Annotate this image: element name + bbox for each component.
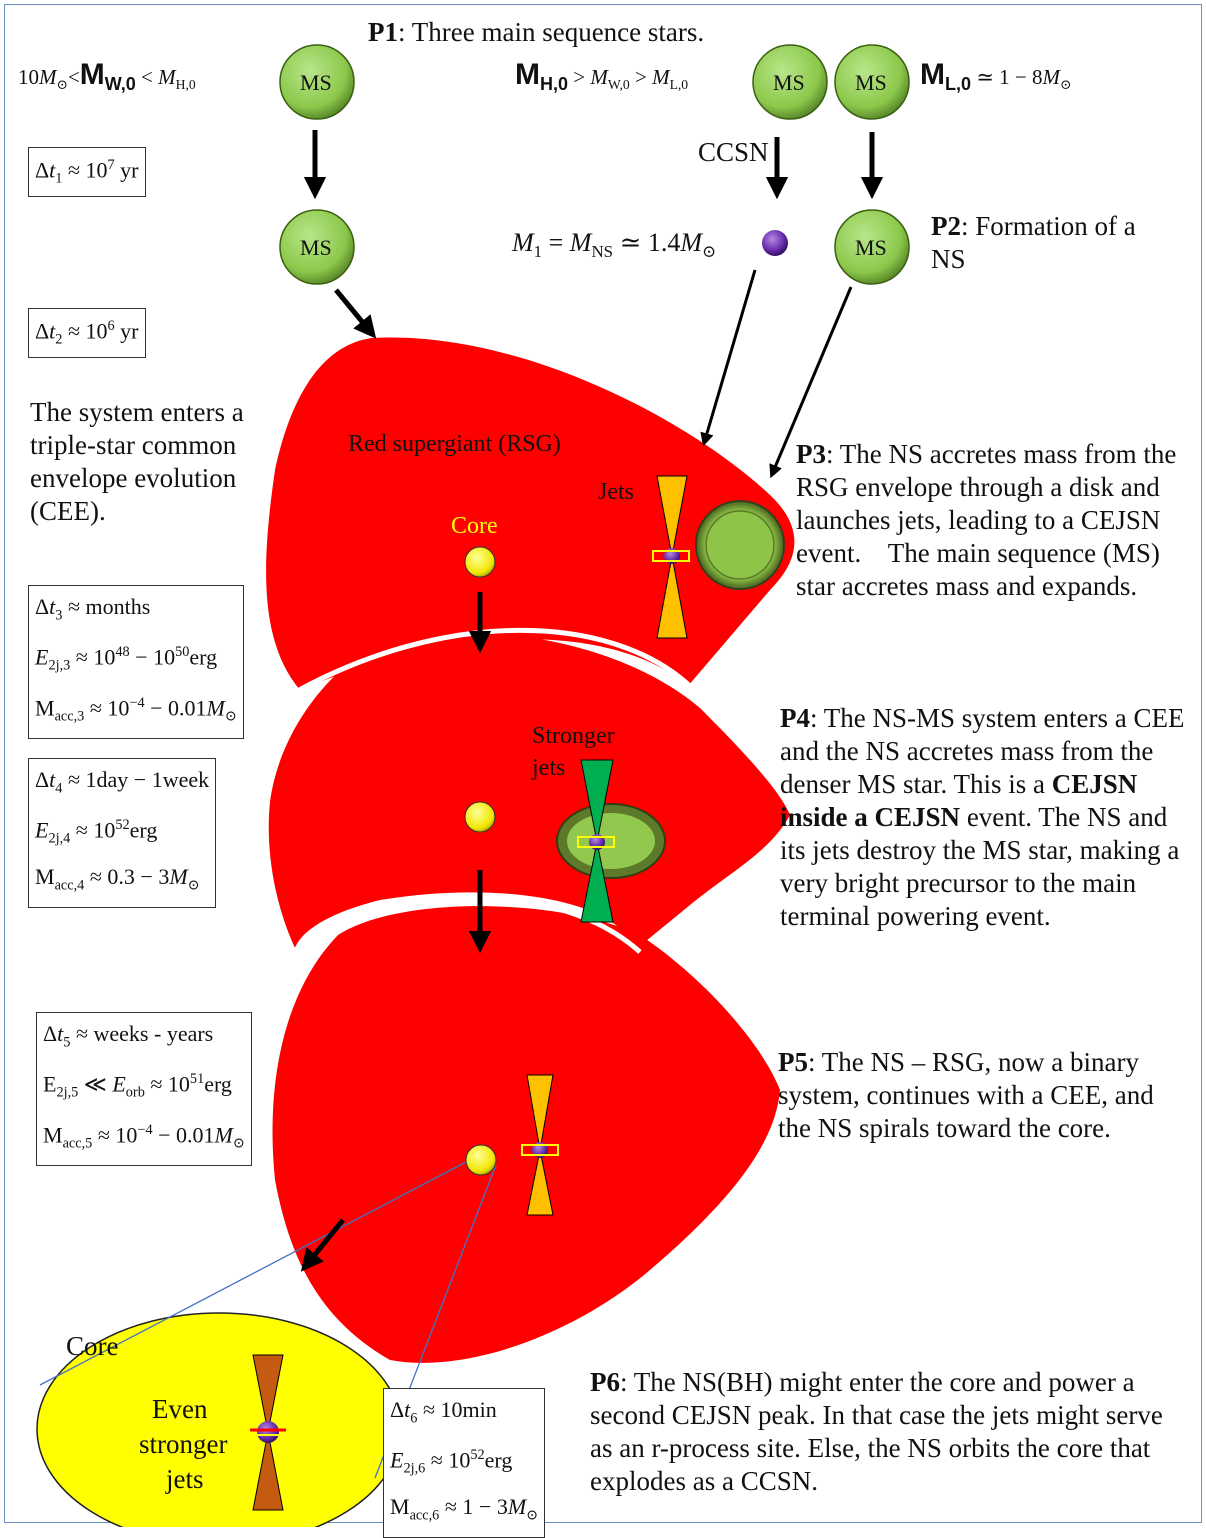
ms-label-w: MS <box>300 70 332 95</box>
p4-caption: P4: The NS-MS system enters a CEE and th… <box>780 703 1185 931</box>
ms-star-w-2 <box>279 209 355 285</box>
box6-energy: E2j,6 ≈ 1052erg <box>390 1447 513 1478</box>
p3-caption: P3: The NS accretes mass from the RSG en… <box>796 439 1184 601</box>
jets-p4 <box>577 759 615 923</box>
box5-dt: Δt5 ≈ weeks - years <box>43 1021 214 1051</box>
arrow-p5-p6 <box>300 1218 345 1272</box>
box6-dt: Δt6 ≈ 10min <box>390 1397 497 1427</box>
ms-star-w <box>279 44 355 120</box>
box5-energy: E2j,5 ≪ Eorb ≈ 1051erg <box>43 1071 232 1102</box>
box4-mass: Macc,4 ≈ 0.3 − 3M⊙ <box>35 864 200 894</box>
core-p3 <box>464 546 496 578</box>
ms-star-l-2 <box>834 209 910 285</box>
rsg-label: Red supergiant (RSG) <box>348 431 561 457</box>
jets-p3 <box>652 475 690 639</box>
ns-mass-label: M1 = MNS ≃ 1.4M⊙ <box>512 228 717 262</box>
mass-l-relation: ML,0 ≃ 1 − 8M⊙ <box>920 58 1072 94</box>
cee-description: The system enters a triple-star common e… <box>30 397 244 526</box>
ms-label-l-2: MS <box>855 235 887 260</box>
arrow-ns-to-rsg <box>700 269 757 447</box>
rsg-envelope-p3 <box>266 337 795 690</box>
core-p4 <box>464 801 496 833</box>
box3-mass: Macc,3 ≈ 10−4 − 0.01M⊙ <box>35 695 237 725</box>
ms-disk-p4-inner <box>567 813 655 869</box>
p6-caption: P6: The NS(BH) might enter the core and … <box>590 1367 1163 1496</box>
box5-mass: Macc,5 ≈ 10−4 − 0.01M⊙ <box>43 1122 245 1152</box>
box5: Δt5 ≈ weeks - years E2j,5 ≪ Eorb ≈ 1051e… <box>36 1012 252 1166</box>
figure-frame <box>4 4 1202 1523</box>
mass-h-relation: MH,0 > MW,0 > ML,0 <box>515 58 689 94</box>
rsg-separator-1 <box>288 627 694 698</box>
box6-mass: Macc,6 ≈ 1 − 3M⊙ <box>390 1494 539 1524</box>
rsg-separator-2 <box>290 895 642 955</box>
box4: Δt4 ≈ 1day − 1week E2j,4 ≈ 1052erg Macc,… <box>28 758 217 908</box>
stronger-jets-label-2: jets <box>532 755 566 781</box>
box3: Δt3 ≈ months E2j,3 ≈ 1048 − 1050erg Macc… <box>28 585 244 739</box>
zoom-line-left <box>39 1160 469 1386</box>
p5-caption: P5: The NS – RSG, now a binary system, c… <box>778 1047 1154 1143</box>
box4-dt: Δt4 ≈ 1day − 1week <box>35 767 210 797</box>
core2-label: Core <box>66 1331 119 1361</box>
box6: Δt6 ≈ 10min E2j,6 ≈ 1052erg Macc,6 ≈ 1 −… <box>383 1388 546 1538</box>
ccsn-label: CCSN <box>698 137 769 167</box>
even-stronger-jets-2: stronger <box>139 1429 228 1459</box>
ms-label-l: MS <box>855 70 887 95</box>
box3-energy: E2j,3 ≈ 1048 − 1050erg <box>35 644 218 675</box>
p2-caption: P2: Formation of a NS <box>931 211 1136 274</box>
stronger-jets-label-1: Stronger <box>532 723 615 749</box>
even-stronger-jets-1: Even <box>152 1394 208 1424</box>
dt1-box: Δt1 ≈ 107 yr <box>28 147 146 197</box>
arrow-w-2 <box>334 288 377 339</box>
ms-label-h: MS <box>773 70 805 95</box>
expanded-ms-star-inner <box>705 510 775 580</box>
rsg-envelope-p5 <box>272 906 780 1363</box>
ms-star-l <box>834 44 910 120</box>
box4-energy: E2j,4 ≈ 1052erg <box>35 817 158 848</box>
box3-dt: Δt3 ≈ months <box>35 594 151 624</box>
ms-label-w-2: MS <box>300 235 332 260</box>
rsg-envelope-p4 <box>268 632 790 950</box>
ms-star-h <box>752 44 828 120</box>
core-label: Core <box>451 513 498 539</box>
jets-p5 <box>521 1074 559 1216</box>
dt2-box: Δt2 ≈ 106 yr <box>28 308 146 358</box>
arrow-ms-to-rsg <box>769 286 853 479</box>
jets-p6 <box>250 1354 286 1511</box>
even-stronger-jets-3: jets <box>166 1464 204 1494</box>
ns-star <box>762 230 788 256</box>
core-p5 <box>465 1144 497 1176</box>
jets-label: Jets <box>598 479 634 505</box>
p1-caption: P1: Three main sequence stars. <box>368 17 705 47</box>
mass-w-relation: 10M⊙<MW,0 < MH,0 <box>18 58 196 94</box>
